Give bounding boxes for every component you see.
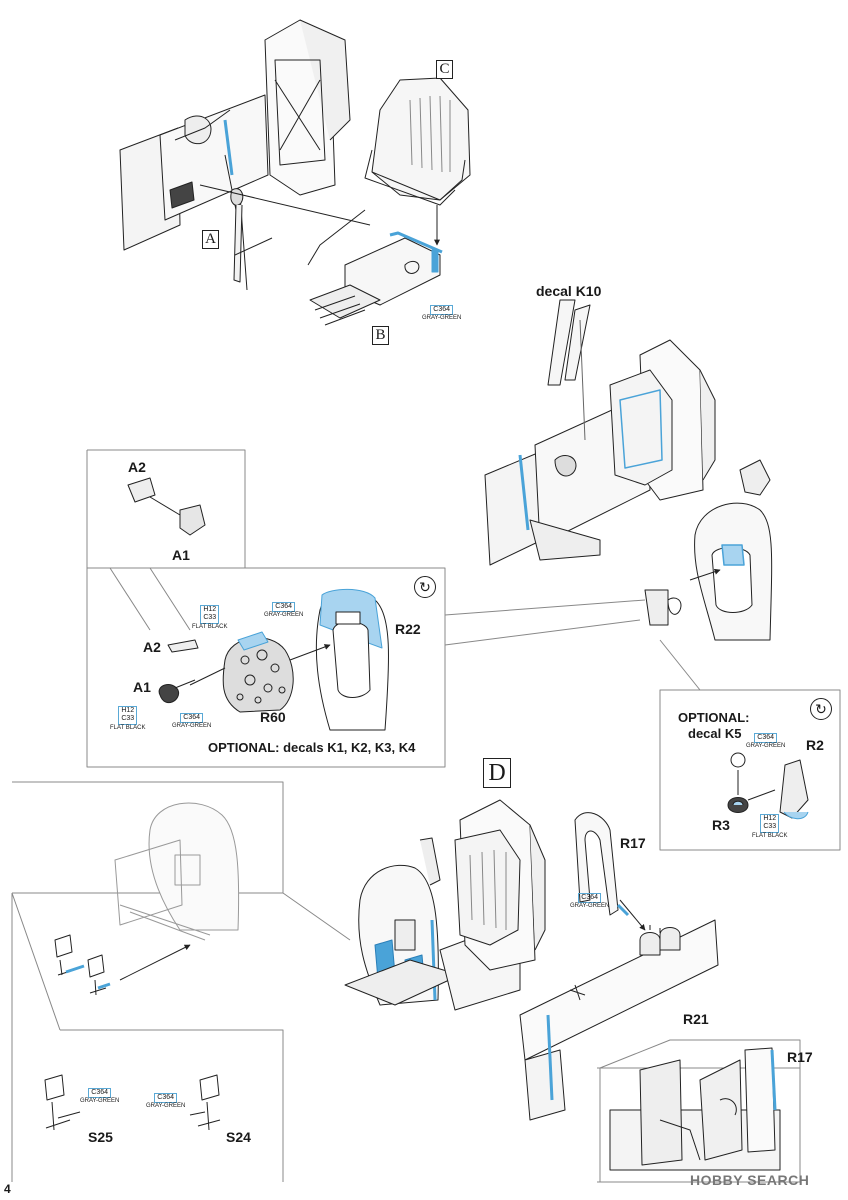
paint-callout-floor: C364 GRAY-GREEN	[422, 305, 461, 322]
paint-name: GRAY-GREEN	[264, 612, 304, 619]
part-r17-label: R17	[620, 835, 646, 851]
part-a1-label: A1	[172, 547, 190, 563]
callout-a-box	[86, 449, 246, 568]
paint-code: C364	[91, 1089, 109, 1096]
part-a2-label: A2	[128, 459, 146, 475]
alternative-option-icon: ↻	[414, 576, 436, 598]
paint-callout-r2: C364 GRAY-GREEN	[746, 733, 785, 750]
paint-code: C364	[157, 1094, 175, 1101]
paint-callout-s25: C364 GRAY-GREEN	[80, 1088, 119, 1105]
paint-code-c: C33	[203, 614, 217, 622]
optional-k5-line1: OPTIONAL:	[678, 710, 750, 725]
seat-drawing	[364, 77, 471, 246]
optional-panel-box	[86, 567, 646, 768]
page-number: 4	[4, 1182, 11, 1196]
paint-code: C364	[275, 603, 293, 610]
optional-k5-line2: decal K5	[688, 726, 742, 741]
step-d-label: D	[483, 758, 511, 788]
paint-code: C364	[757, 734, 775, 741]
paint-name: FLAT BLACK	[192, 623, 228, 630]
part-s24-label: S24	[226, 1129, 251, 1145]
cockpit-frame-drawing	[119, 19, 371, 291]
paint-callout-a1-green: C364 GRAY-GREEN	[172, 713, 211, 730]
paint-code-c: C33	[121, 715, 135, 723]
paint-callout-r17: C364 GRAY-GREEN	[570, 893, 609, 910]
paint-name: GRAY-GREEN	[80, 1098, 120, 1105]
paint-name: GRAY-GREEN	[570, 903, 610, 910]
part-r60-label: R60	[260, 709, 286, 725]
paint-code-h: H12	[121, 707, 135, 714]
assembly-label-a: A	[202, 230, 219, 249]
part-r3-label: R3	[712, 817, 730, 833]
paint-code: C364	[581, 894, 599, 901]
paint-name: GRAY-GREEN	[422, 315, 462, 322]
part-a1-opt-label: A1	[133, 679, 151, 695]
paint-callout-bulkhead: C364 GRAY-GREEN	[264, 602, 303, 619]
inset-detail	[597, 1039, 801, 1183]
assembly-label-b: B	[372, 326, 389, 345]
paint-code: C364	[433, 306, 451, 313]
alternative-option-icon: ↻	[810, 698, 832, 720]
part-r21-label: R21	[683, 1011, 709, 1027]
part-r22-label: R22	[395, 621, 421, 637]
decal-k10-label: decal K10	[536, 283, 602, 299]
bulkhead-drawing	[644, 459, 773, 641]
assembly-label-c: C	[436, 60, 453, 79]
part-r17-inset-label: R17	[787, 1049, 813, 1065]
optional-decals-k1-k4-note: OPTIONAL: decals K1, K2, K3, K4	[208, 740, 416, 755]
paint-name: FLAT BLACK	[752, 832, 788, 839]
assembled-cockpit-drawing	[484, 299, 716, 566]
part-a2-opt-label: A2	[143, 639, 161, 655]
paint-name: GRAY-GREEN	[746, 743, 786, 750]
part-r2-label: R2	[806, 737, 824, 753]
floor-drawing	[307, 209, 443, 326]
paint-callout-s24: C364 GRAY-GREEN	[146, 1093, 185, 1110]
paint-name: GRAY-GREEN	[172, 723, 212, 730]
paint-code: C364	[183, 714, 201, 721]
paint-code-c: C33	[763, 823, 777, 831]
part-s25-label: S25	[88, 1129, 113, 1145]
paint-code-h: H12	[763, 815, 777, 822]
lower-left-detail	[11, 781, 351, 1182]
paint-code-h: H12	[203, 606, 217, 613]
paint-name: GRAY-GREEN	[146, 1103, 186, 1110]
paint-name: FLAT BLACK	[110, 724, 146, 731]
watermark: HOBBY SEARCH	[690, 1172, 810, 1188]
optional-seat-box	[659, 639, 841, 851]
main-assembly-drawing	[344, 799, 719, 1121]
